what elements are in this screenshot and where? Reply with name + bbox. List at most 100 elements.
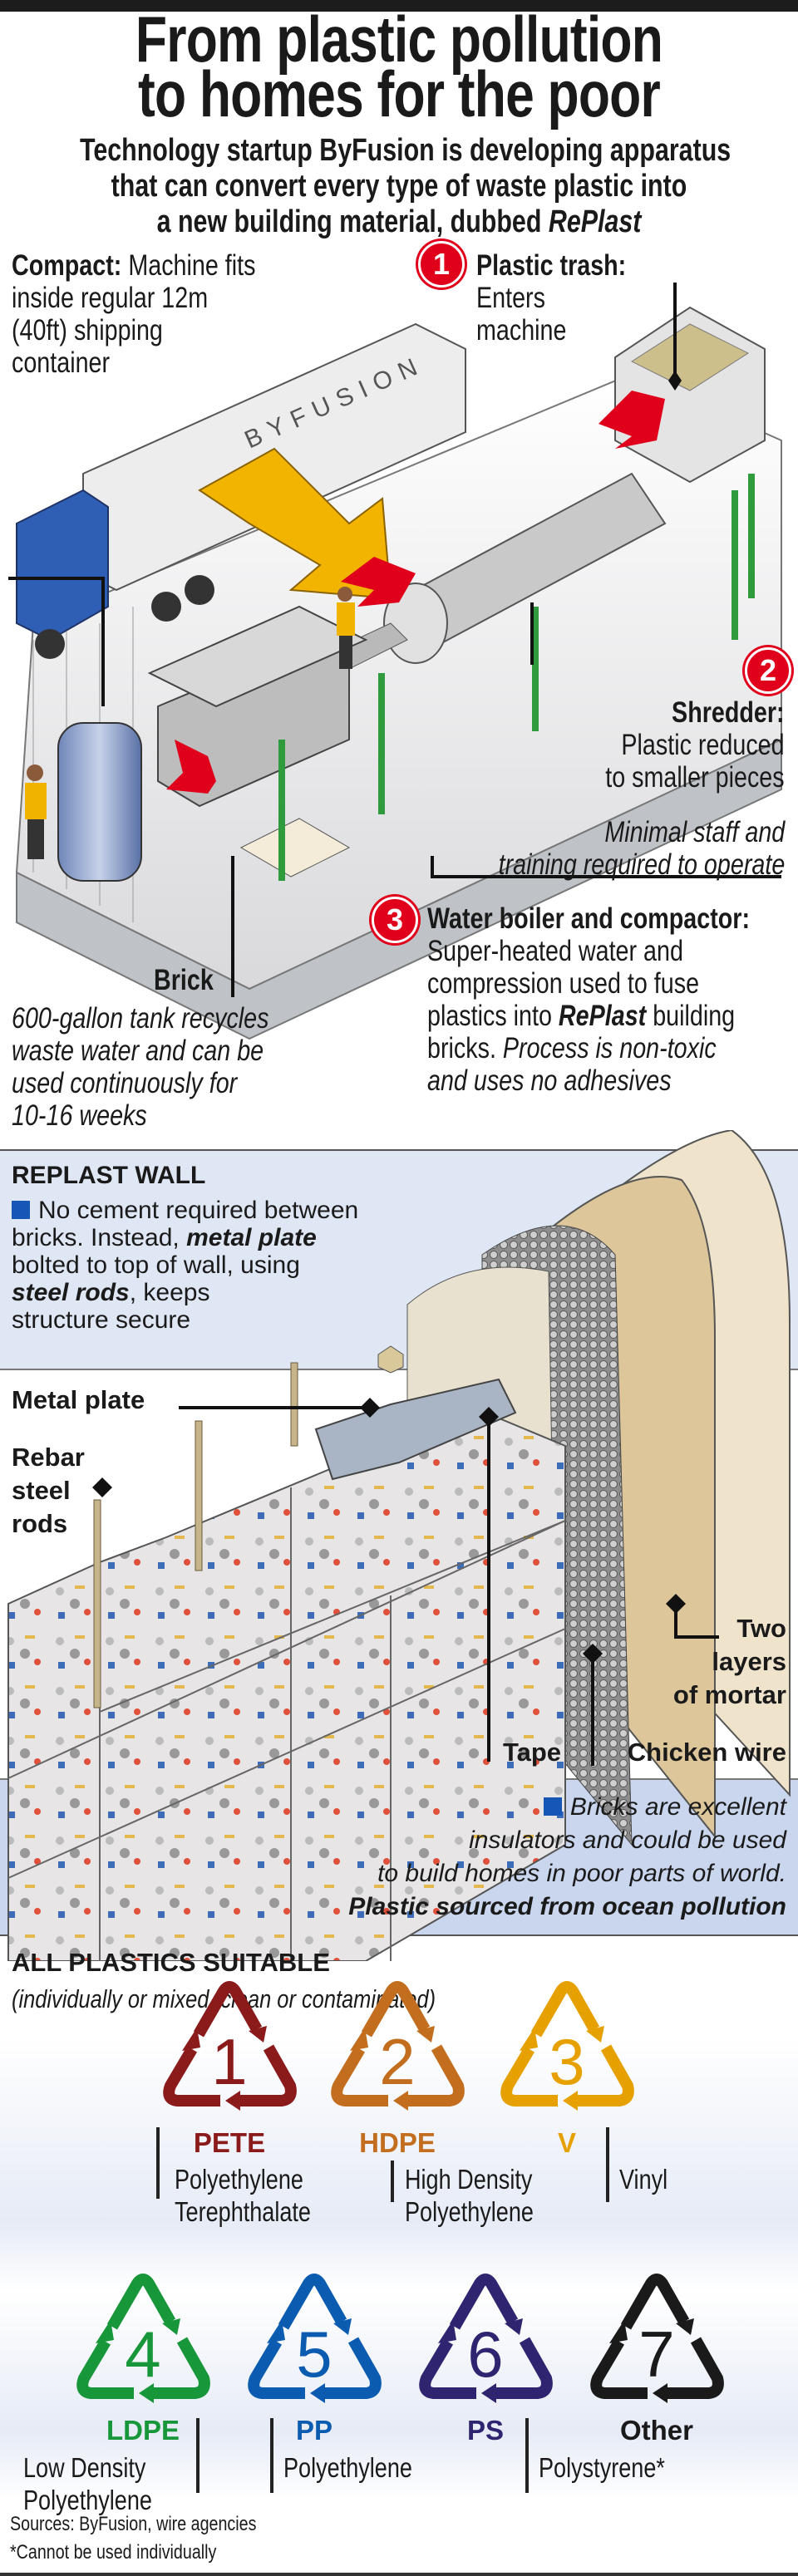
rebar-text: steel	[12, 1476, 71, 1505]
mortar-text: layers	[712, 1647, 786, 1676]
wall-illustration	[7, 1130, 791, 1961]
step-3-label: Water boiler and compactor: Super-heated…	[427, 902, 798, 1097]
title-line-2: to homes for the poor	[138, 57, 661, 130]
staff-label: Minimal staff and training required to o…	[436, 816, 785, 881]
compact-text: Machine fits	[121, 249, 256, 282]
title-line-1: From plastic pollution	[135, 2, 663, 76]
wall-text: bricks. Instead,	[12, 1224, 187, 1251]
wall-text: No cement required between	[38, 1197, 359, 1224]
compact-text: inside regular 12m	[12, 282, 209, 314]
plastic-description: Polystyrene*	[539, 2451, 692, 2484]
plastic-description-line: Polyethylene	[23, 2485, 152, 2515]
step-3-text: bricks.	[427, 1032, 503, 1064]
container-floor	[16, 738, 782, 1040]
replast-term: RePlast	[548, 204, 642, 239]
rebar-rod	[290, 1362, 298, 1447]
sources-text: Sources: ByFusion, wire agencies	[10, 2513, 257, 2535]
plastic-description-line: Polyethylene	[405, 2196, 534, 2227]
subtitle-line-2: that can convert every type of waste pla…	[111, 169, 687, 204]
wall-note-text: Plastic sourced from ocean pollution	[348, 1893, 786, 1920]
subtitle-text: a new building material, dubbed	[156, 204, 549, 239]
step-3-text: and uses no adhesives	[427, 1064, 672, 1097]
recycling-number: 7	[638, 2318, 674, 2391]
recycling-symbol-icon: 3	[500, 1981, 634, 2111]
step-2-label: Shredder: Plastic reduced to smaller pie…	[566, 696, 785, 794]
recycling-symbol-icon: 7	[590, 2274, 724, 2403]
bullet-square-icon	[543, 1797, 562, 1816]
plastic-code: LDPE	[106, 2415, 180, 2446]
plastic-description-line: High Density	[405, 2164, 533, 2195]
wall-text: , keeps	[129, 1279, 210, 1306]
footnote: *Cannot be used individually	[10, 2541, 262, 2564]
brick-text: Brick	[154, 964, 214, 996]
plastic-description-line: Polystyrene*	[539, 2452, 665, 2483]
wall-note-text: insulators and could be used	[469, 1826, 786, 1854]
step-3-text: compression used to fuse	[427, 967, 700, 1000]
sources: Sources: ByFusion, wire agencies	[10, 2513, 311, 2536]
step-2-heading: Shredder:	[672, 696, 785, 729]
mortar-text: Two	[736, 1614, 786, 1643]
compact-text: (40ft) shipping	[12, 314, 163, 347]
page-subtitle: Technology startup ByFusion is developin…	[0, 133, 798, 240]
leader-line	[525, 2418, 529, 2493]
plastic-description-line: Polyethylene	[283, 2452, 412, 2483]
page-title: From plastic pollution to homes for the …	[0, 2, 798, 130]
wall-note-text: Bricks are excellent	[569, 1793, 786, 1821]
step-1-text: Enters	[476, 282, 545, 314]
replast-term: RePlast	[558, 1000, 647, 1032]
plastic-description: Polyethylene	[283, 2451, 441, 2484]
machine-illustration: BYFUSION	[8, 283, 782, 1040]
top-rule	[0, 0, 798, 12]
step-1-badge: 1	[418, 241, 465, 288]
truck-cab	[16, 489, 109, 642]
plastic-description: Vinyl	[619, 2163, 678, 2195]
step-3-text: plastics into	[427, 1000, 559, 1032]
compact-label: Compact: Machine fits inside regular 12m…	[12, 249, 309, 379]
step-2-text: Plastic reduced	[621, 729, 785, 761]
plastic-description-line: Vinyl	[619, 2164, 668, 2195]
leader-line	[270, 2418, 273, 2493]
plastics-background	[0, 2036, 798, 2501]
plastic-description-line: Terephthalate	[175, 2196, 311, 2227]
red-arrow-icon	[598, 391, 665, 449]
tank-text: waste water and can be	[12, 1035, 264, 1067]
brick-label: Brick	[154, 964, 227, 996]
wall-text: bolted to top of wall, using	[12, 1251, 300, 1279]
rebar-rod	[93, 1499, 101, 1708]
tank-text: 600-gallon tank recycles	[12, 1002, 269, 1035]
recycling-number: 6	[467, 2318, 503, 2391]
tank-text: used continuously for	[12, 1067, 238, 1099]
recycling-symbol-icon: 1	[163, 1981, 297, 2111]
tape-label: Tape	[503, 1738, 562, 1767]
step-1-label: Plastic trash: Enters machine	[476, 249, 659, 347]
wall-note: Bricks are excellent insulators and coul…	[348, 1791, 786, 1924]
rebar-text: Rebar	[12, 1443, 85, 1472]
leader-line	[606, 2127, 609, 2202]
recycling-symbol-icon: 5	[248, 2274, 382, 2403]
leader-line	[391, 2161, 394, 2202]
step-3-text: Process is non-toxic	[502, 1032, 717, 1064]
step-3-text: building	[646, 1000, 736, 1032]
recycling-number: 3	[549, 2025, 584, 2098]
step-2-badge: 2	[745, 647, 791, 694]
recycling-number: 5	[296, 2318, 332, 2391]
plastic-code: PETE	[193, 2127, 266, 2158]
wall-text: steel rods	[12, 1279, 130, 1306]
wall-description: No cement required between bricks. Inste…	[12, 1197, 358, 1334]
plastic-code: PS	[466, 2415, 505, 2446]
rebar-rod	[195, 1420, 203, 1571]
bottom-rule	[0, 2573, 798, 2576]
subtitle-line-1: Technology startup ByFusion is developin…	[80, 133, 732, 168]
footnote-text: *Cannot be used individually	[10, 2541, 217, 2564]
tank-label: 600-gallon tank recycles waste water and…	[12, 1002, 325, 1132]
leader-line	[196, 2418, 200, 2493]
plastic-description-line: Low Density	[23, 2452, 146, 2483]
step-3-text: Super-heated water and	[427, 935, 683, 967]
plastic-code: HDPE	[359, 2127, 436, 2158]
plastic-code: V	[557, 2127, 576, 2158]
wall-text: structure secure	[12, 1306, 191, 1334]
compact-heading: Compact:	[12, 249, 122, 282]
